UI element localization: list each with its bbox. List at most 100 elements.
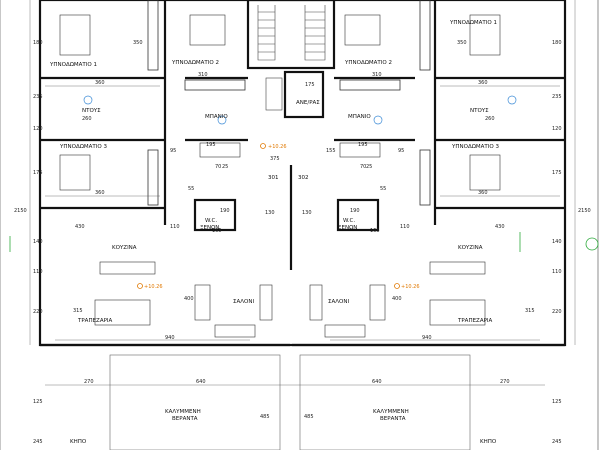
apartment-number-left: 301	[268, 175, 279, 181]
dim-bed1-left: 360	[95, 80, 105, 86]
dim-235-right: 235	[552, 94, 562, 100]
sofa-icon	[194, 284, 386, 338]
dim-350-left: 350	[133, 40, 143, 46]
label-veranda-right-1: ΚΑΛΥΜΜΕΝΗ	[373, 409, 409, 415]
dim-190-right: 190	[350, 208, 360, 214]
elevator-cab	[265, 77, 283, 111]
elevation-marker-icon	[137, 143, 400, 289]
dim-bed3-right: 360	[478, 190, 488, 196]
label-veranda-left-1: ΚΑΛΥΜΜΕΝΗ	[165, 409, 201, 415]
dim-140-left: 140	[33, 239, 43, 245]
elevation-left: +10.26	[144, 284, 163, 290]
dim-175-right: 175	[552, 170, 562, 176]
dim-bed2-right: 310	[372, 72, 382, 78]
label-wc-left-1: W.C.	[205, 218, 217, 224]
dim-2150-left: 2150	[14, 208, 27, 214]
dim-25-left: 25	[222, 164, 228, 170]
dim-bed2-left: 310	[198, 72, 208, 78]
dim-940-right: 940	[422, 335, 432, 341]
label-veranda-left-2: ΒΕΡΑΝΤΑ	[172, 416, 198, 422]
label-living-right: ΣΑΛΟΝΙ	[328, 299, 349, 305]
label-veranda-right-2: ΒΕΡΑΝΤΑ	[380, 416, 406, 422]
dim-70-right: 70	[360, 164, 366, 170]
dim-120-left: 120	[33, 126, 43, 132]
label-shower-right: ΝΤΟΥΣ	[470, 108, 489, 114]
dim-175-left: 175	[33, 170, 43, 176]
dim-bath-right: 195	[358, 142, 368, 148]
elevation-core: +10.26	[268, 144, 287, 150]
elevation-right: +10.26	[401, 284, 420, 290]
dim-70-left: 70	[215, 164, 221, 170]
veranda-hatch	[109, 354, 471, 450]
dining-table-icon	[94, 299, 486, 326]
apartment-number-right: 302	[298, 175, 309, 181]
dim-110-right: 110	[400, 224, 410, 230]
dim-120-right: 120	[552, 126, 562, 132]
label-dining-right: ΤΡΑΠΕΖΑΡΙΑ	[457, 318, 493, 324]
dim-110-side-left: 110	[33, 269, 43, 275]
dim-55-right: 55	[380, 186, 386, 192]
dim-315-left: 315	[73, 308, 83, 314]
label-kitchen-left: ΚΟΥΖΙΝΑ	[112, 245, 137, 251]
dimension-lines	[29, 0, 576, 386]
dim-235-left: 235	[33, 94, 43, 100]
dim-shower-right: 260	[485, 116, 495, 122]
dim-940-left: 940	[165, 335, 175, 341]
label-bathroom-left: ΜΠΑΝΙΟ	[205, 114, 228, 120]
label-wc-right-1: W.C.	[343, 218, 355, 224]
dim-55-left: 55	[188, 186, 194, 192]
dim-2150-right: 2150	[578, 208, 591, 214]
stair-icon	[257, 5, 326, 61]
label-wc-left-2: ΞΕΝΩΝ	[200, 225, 219, 231]
dim-core-width: 375	[270, 156, 280, 162]
elevator-label: ΑΝΕ/ΡΑΣ	[296, 100, 320, 106]
toilet-icon	[83, 95, 517, 158]
dim-220-right: 220	[552, 309, 562, 315]
dim-220-left: 220	[33, 309, 43, 315]
dim-485-left: 485	[260, 414, 270, 420]
dim-350-right: 350	[457, 40, 467, 46]
dim-95-right: 95	[398, 148, 404, 154]
label-kitchen-right: ΚΟΥΖΙΝΑ	[458, 245, 483, 251]
dim-165-right: 165	[370, 228, 380, 234]
dim-400-left: 400	[184, 296, 194, 302]
dim-640-left: 640	[196, 379, 206, 385]
label-bedroom1-right: ΥΠΝΟΔΩΜΑΤΙΟ 1	[449, 20, 497, 26]
bed-icon	[59, 14, 501, 191]
dim-315-right: 315	[525, 308, 535, 314]
dim-430-left: 430	[75, 224, 85, 230]
label-dining-left: ΤΡΑΠΕΖΑΡΙΑ	[77, 318, 113, 324]
dim-bath-left: 195	[206, 142, 216, 148]
kitchen-island-right	[429, 261, 486, 275]
dim-180-right: 180	[552, 40, 562, 46]
label-bedroom3-left: ΥΠΝΟΔΩΜΑΤΙΟ 3	[59, 144, 107, 150]
label-bedroom3-right: ΥΠΝΟΔΩΜΑΤΙΟ 3	[451, 144, 499, 150]
label-shower-left: ΝΤΟΥΣ	[82, 108, 101, 114]
dim-270-right: 270	[500, 379, 510, 385]
dim-125-right: 125	[552, 399, 562, 405]
dim-125-left: 125	[33, 399, 43, 405]
dim-elevator: 175	[305, 82, 315, 88]
dim-130-right: 130	[302, 210, 312, 216]
label-bedroom1-left: ΥΠΝΟΔΩΜΑΤΙΟ 1	[49, 62, 97, 68]
dim-180-left: 180	[33, 40, 43, 46]
label-bedroom2-left: ΥΠΝΟΔΩΜΑΤΙΟ 2	[171, 60, 219, 66]
dim-25-right: 25	[366, 164, 372, 170]
dim-245-left: 245	[33, 439, 43, 445]
dim-140-right: 140	[552, 239, 562, 245]
dim-130-left: 130	[265, 210, 275, 216]
dim-640-right: 640	[372, 379, 382, 385]
section-marker-icon	[9, 232, 599, 252]
dim-165-left: 165	[212, 228, 222, 234]
wardrobe-hatch-group	[147, 0, 431, 206]
outer-wall	[38, 0, 567, 347]
label-garden-right: ΚΗΠΟ	[480, 439, 497, 445]
elevator-shaft	[283, 70, 325, 119]
dim-155-core: 155	[326, 148, 336, 154]
label-bedroom2-right: ΥΠΝΟΔΩΜΑΤΙΟ 2	[344, 60, 392, 66]
dim-245-right: 245	[552, 439, 562, 445]
label-garden-left: ΚΗΠΟ	[70, 439, 87, 445]
label-living-left: ΣΑΛΟΝΙ	[233, 299, 254, 305]
dim-270-left: 270	[84, 379, 94, 385]
